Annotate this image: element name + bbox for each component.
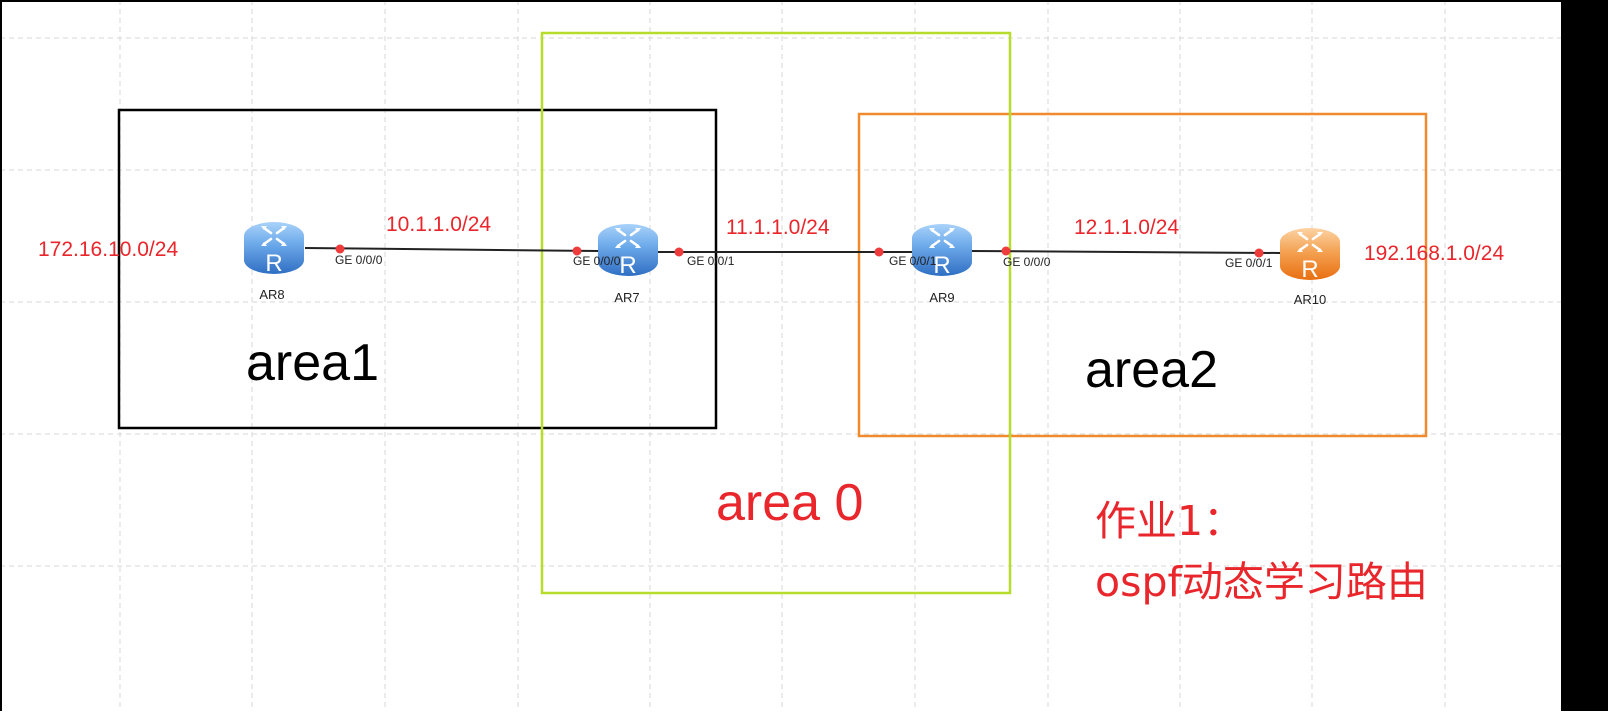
router-label-ar7: AR7 <box>614 290 639 305</box>
port-dots <box>335 244 1264 258</box>
link-ar8-ar7[interactable] <box>304 247 599 252</box>
window-frame-right <box>1561 0 1608 711</box>
router-label-ar9: AR9 <box>929 290 954 305</box>
port-label-ar9-ge001: GE 0/0/1 <box>889 254 937 268</box>
network-label-ar8-lan: 172.16.10.0/24 <box>38 238 178 261</box>
router-ar7-icon[interactable] <box>596 222 660 280</box>
port-label-ar7-ge000: GE 0/0/0 <box>573 254 621 268</box>
port-dot-ar10-ge001 <box>1254 248 1264 258</box>
window-frame-top <box>0 0 1608 2</box>
area2-label: area2 <box>1085 341 1218 399</box>
network-label-ar10-lan: 192.168.1.0/24 <box>1364 242 1504 265</box>
port-label-ar8-ge000: GE 0/0/0 <box>335 253 383 267</box>
port-dot-ar8-ge000 <box>335 244 345 254</box>
router-ar8-icon[interactable] <box>242 220 306 278</box>
area1-label: area1 <box>246 334 379 392</box>
network-label-ar7-ar9: 11.1.1.0/24 <box>726 216 830 239</box>
area0-box <box>540 31 1012 595</box>
network-label-ar8-ar7: 10.1.1.0/24 <box>386 213 491 236</box>
homework-title: 作业1： <box>1095 497 1244 545</box>
window-frame-left <box>0 0 2 711</box>
homework-description: ospf动态学习路由 <box>1095 558 1428 606</box>
router-ar10-icon[interactable] <box>1278 226 1342 284</box>
port-dot-ar9-ge000 <box>1001 246 1011 256</box>
port-label-ar7-ge001: GE 0/0/1 <box>687 254 735 268</box>
area0-label: area 0 <box>716 474 863 532</box>
port-label-ar10-ge001: GE 0/0/1 <box>1225 256 1273 270</box>
network-label-ar9-ar10: 12.1.1.0/24 <box>1074 216 1179 239</box>
router-label-ar8: AR8 <box>259 287 284 302</box>
port-dot-ar9-ge001 <box>874 247 884 257</box>
port-dot-ar7-ge001 <box>674 247 684 257</box>
area2-box <box>857 112 1428 438</box>
link-ar9-ar10[interactable] <box>969 250 1281 254</box>
router-ar9-icon[interactable] <box>910 222 974 280</box>
area1-box <box>117 108 718 430</box>
router-label-ar10: AR10 <box>1294 292 1327 307</box>
port-dot-ar7-ge000 <box>572 246 582 256</box>
port-label-ar9-ge000: GE 0/0/0 <box>1003 255 1051 269</box>
